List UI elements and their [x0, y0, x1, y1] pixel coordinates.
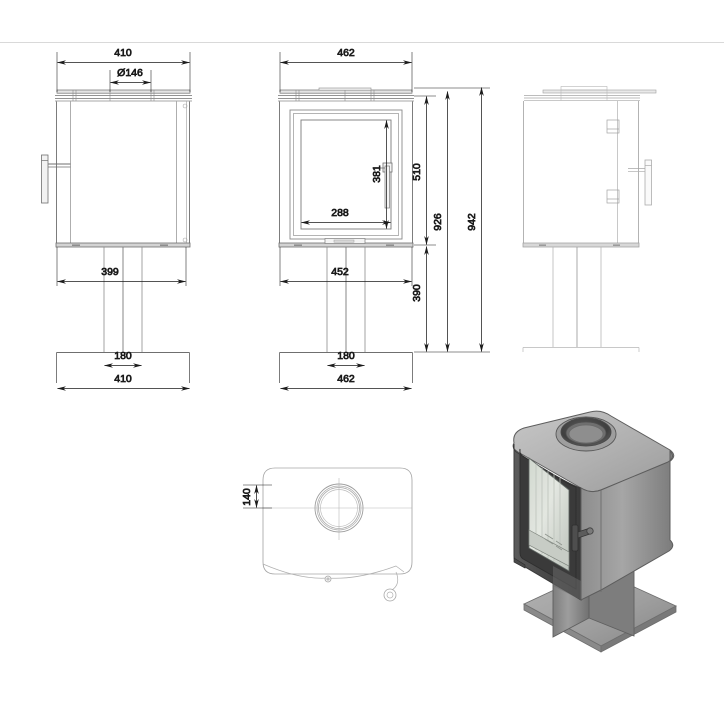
dim-381: 381	[371, 165, 383, 183]
dim-926: 926	[432, 213, 444, 231]
dims-side-left: 410 Ø146 399 180 410	[56, 46, 191, 391]
dim-399: 399	[101, 266, 119, 278]
dim-942: 942	[466, 213, 478, 231]
dim-288: 288	[331, 207, 349, 219]
dims-front: 462 381 288 510 390 926 942	[279, 46, 490, 391]
dim-410-bottom: 410	[114, 373, 132, 385]
dim-390: 390	[411, 284, 423, 302]
dim-452: 452	[331, 266, 349, 278]
dim-410-top: 410	[114, 47, 132, 59]
dim-462-bottom: 462	[337, 373, 355, 385]
dim-180-left: 180	[114, 350, 132, 362]
dims-top-plan: 140	[240, 484, 272, 509]
view-3d-render	[512, 410, 678, 653]
dim-flue-diameter: Ø146	[117, 67, 143, 79]
view-front	[278, 87, 414, 383]
dim-510: 510	[411, 163, 423, 181]
dim-180-front: 180	[337, 350, 355, 362]
dim-462-top: 462	[337, 47, 355, 59]
view-top-plan	[262, 467, 413, 602]
view-side-left	[41, 89, 192, 383]
dim-140: 140	[241, 488, 253, 506]
view-side-right	[522, 86, 657, 352]
